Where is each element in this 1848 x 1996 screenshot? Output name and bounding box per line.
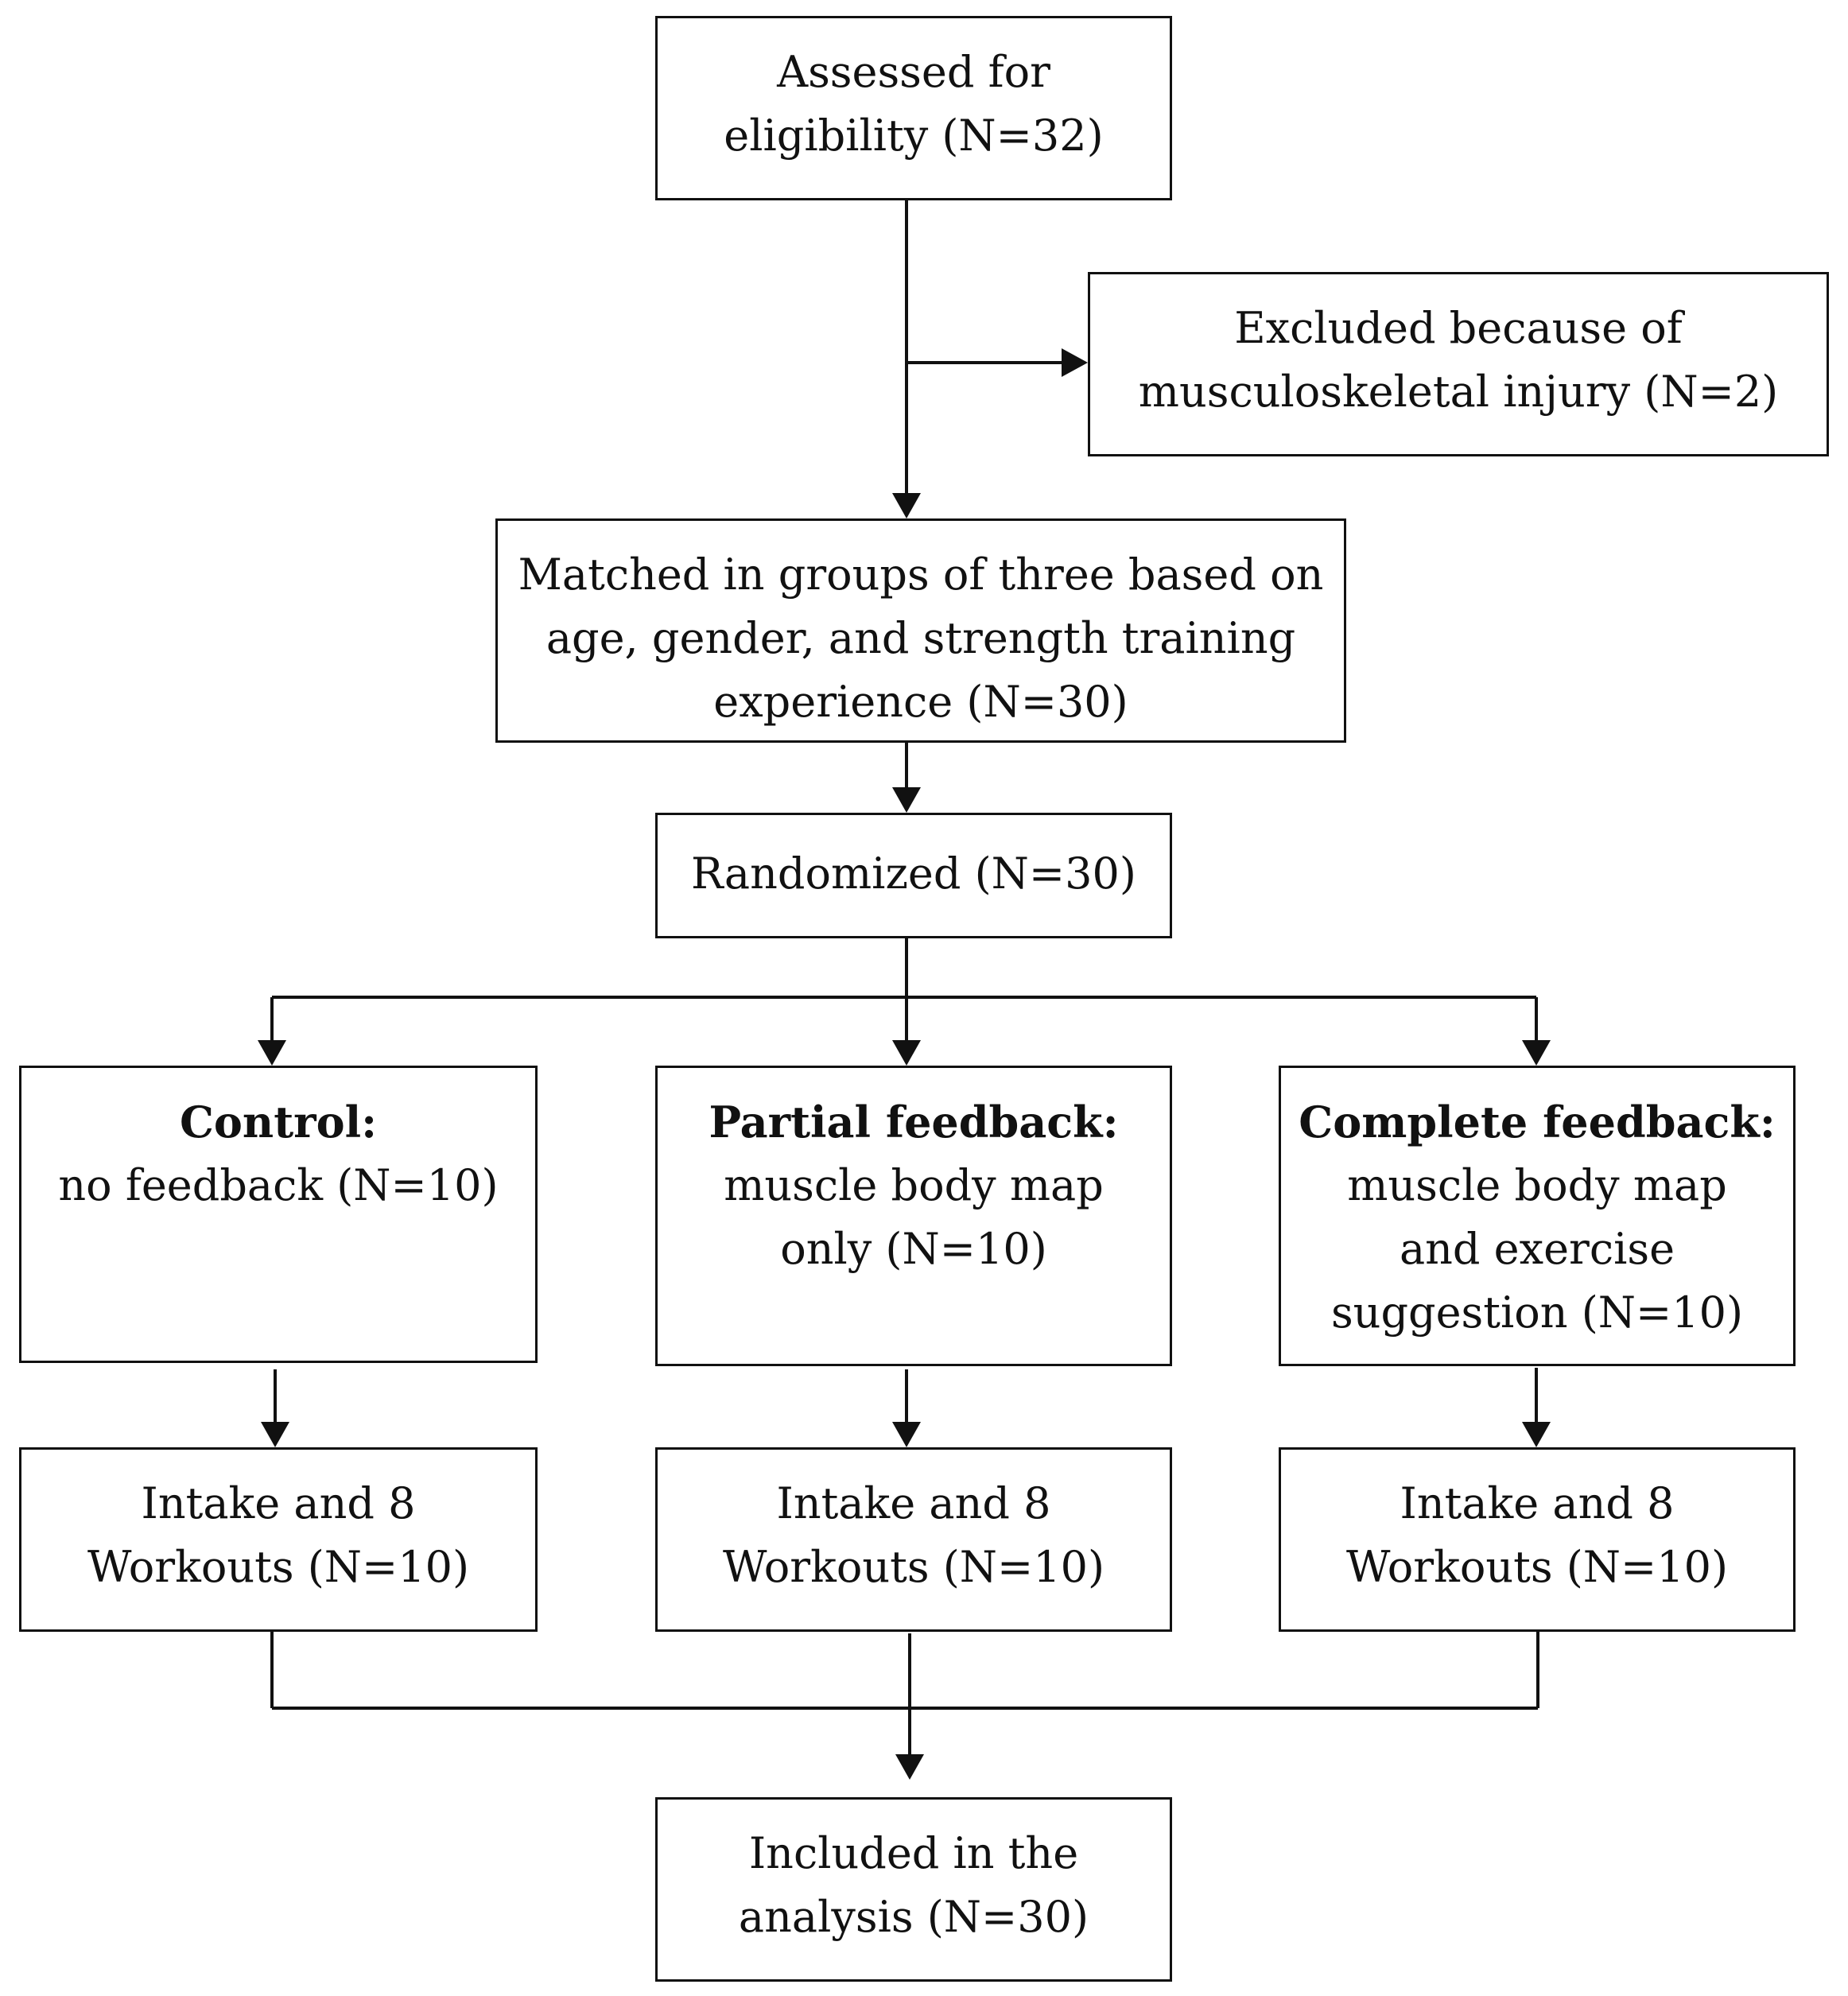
arrowhead-included: [895, 1754, 924, 1780]
node-excluded: Excluded because of musculoskeletal inju…: [1088, 272, 1829, 456]
node-complete-feedback: Complete feedback: muscle body map and e…: [1279, 1066, 1796, 1366]
node-assessed-line-1: Assessed for: [777, 47, 1050, 97]
node-complete-line-1: muscle body map: [1347, 1160, 1727, 1210]
arrowhead-randomized: [892, 787, 921, 813]
node-complete-line-3: suggestion (N=10): [1330, 1287, 1744, 1338]
node-assessed: Assessed for eligibility (N=32): [655, 16, 1172, 200]
arrowhead-partial: [892, 1040, 921, 1066]
node-control: Control: no feedback (N=10): [19, 1066, 538, 1363]
arrowhead-excluded: [1062, 348, 1088, 377]
node-partial-line-1: muscle body map: [724, 1160, 1104, 1210]
arrowhead-control: [258, 1040, 286, 1066]
node-complete-line-2: and exercise: [1399, 1224, 1675, 1274]
node-included-line-2: analysis (N=30): [738, 1892, 1089, 1942]
node-partial-heading: Partial feedback:: [709, 1097, 1119, 1148]
node-matched-line-1: Matched in groups of three based on: [518, 549, 1324, 600]
node-randomized: Randomized (N=30): [655, 813, 1172, 938]
node-excluded-line-1: Excluded because of: [1234, 303, 1683, 353]
node-matched-line-3: experience (N=30): [713, 677, 1128, 727]
arrowhead-intake-partial: [892, 1422, 921, 1447]
node-matched-line-2: age, gender, and strength training: [545, 613, 1296, 663]
node-intake-partial-line-2: Workouts (N=10): [722, 1542, 1105, 1592]
node-randomized-line-1: Randomized (N=30): [691, 848, 1136, 899]
node-partial-feedback: Partial feedback: muscle body map only (…: [655, 1066, 1172, 1366]
node-intake-partial: Intake and 8 Workouts (N=10): [655, 1447, 1172, 1632]
node-intake-partial-line-1: Intake and 8: [776, 1478, 1051, 1528]
node-excluded-line-2: musculoskeletal injury (N=2): [1138, 367, 1779, 417]
arrowhead-intake-complete: [1522, 1422, 1551, 1447]
node-intake-complete-line-1: Intake and 8: [1400, 1478, 1675, 1528]
node-control-heading: Control:: [179, 1097, 378, 1148]
node-matched: Matched in groups of three based on age,…: [495, 518, 1346, 743]
arrowhead-complete: [1522, 1040, 1551, 1066]
node-partial-line-2: only (N=10): [780, 1224, 1047, 1274]
arrowhead-matched: [892, 493, 921, 518]
node-included-line-1: Included in the: [748, 1828, 1079, 1878]
arrowhead-intake-control: [261, 1422, 289, 1447]
node-intake-control-line-2: Workouts (N=10): [87, 1542, 470, 1592]
node-intake-control-line-1: Intake and 8: [141, 1478, 416, 1528]
node-assessed-line-2: eligibility (N=32): [724, 111, 1104, 161]
node-intake-control: Intake and 8 Workouts (N=10): [19, 1447, 538, 1632]
node-intake-complete-line-2: Workouts (N=10): [1345, 1542, 1729, 1592]
node-intake-complete: Intake and 8 Workouts (N=10): [1279, 1447, 1796, 1632]
node-control-line-1: no feedback (N=10): [58, 1160, 499, 1210]
node-complete-heading: Complete feedback:: [1299, 1097, 1776, 1148]
node-included: Included in the analysis (N=30): [655, 1797, 1172, 1982]
